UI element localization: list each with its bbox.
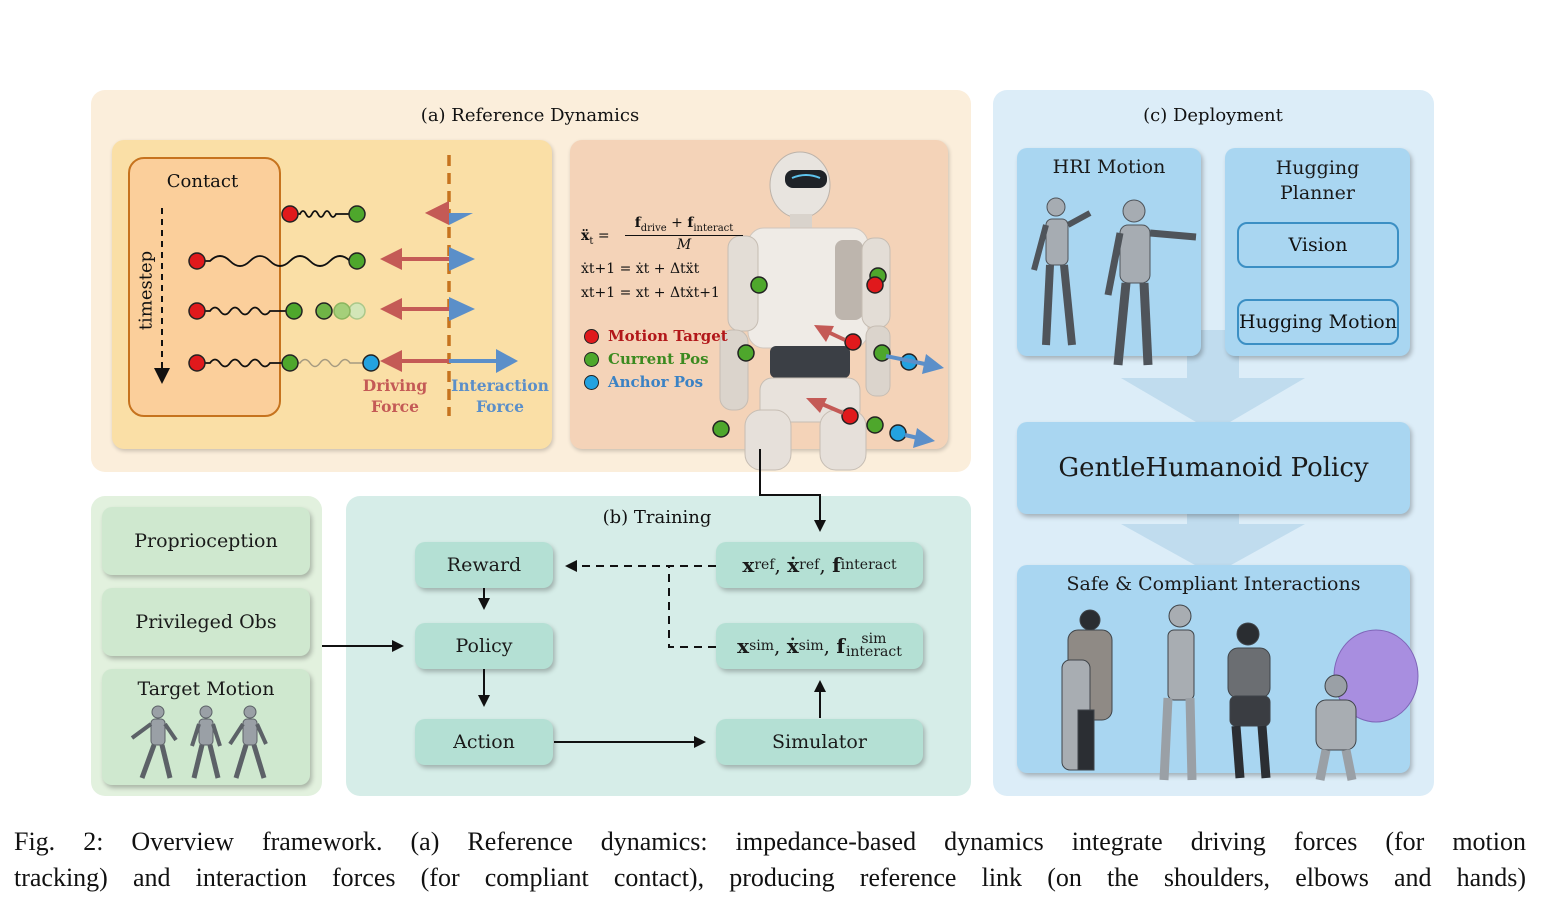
sim-velocity: ẋ bbox=[786, 634, 799, 658]
target-motion-robots bbox=[130, 705, 268, 779]
reference-dynamics-title: (a) Reference Dynamics bbox=[420, 105, 640, 126]
interaction-force-label: Interaction Force bbox=[451, 376, 549, 416]
spring-row-1 bbox=[290, 210, 357, 218]
dynamics-equation-2: ẋt+1 = ẋt + Δtẍt bbox=[581, 261, 700, 277]
privileged-obs-box: Privileged Obs bbox=[102, 588, 310, 656]
proprioception-box: Proprioception bbox=[102, 507, 310, 575]
spring-row-3 bbox=[197, 306, 294, 316]
hugging-motion-box: Hugging Motion bbox=[1237, 299, 1399, 345]
hugging-planner-label-1: Hugging bbox=[1275, 157, 1360, 179]
contact-label: Contact bbox=[166, 171, 239, 192]
policy-box: Policy bbox=[415, 623, 553, 669]
anchor-pos-legend: Anchor Pos bbox=[608, 373, 704, 391]
sim-to-reward-dashed-line bbox=[668, 566, 716, 648]
ref-connector-line bbox=[759, 449, 826, 532]
spring-row-2 bbox=[197, 255, 357, 267]
reward-box: Reward bbox=[415, 542, 553, 588]
interaction-force-arrow bbox=[449, 201, 473, 225]
target-motion-label: Target Motion bbox=[137, 678, 275, 700]
deployment-title: (c) Deployment bbox=[1143, 105, 1283, 126]
ref-velocity: ẋ bbox=[787, 553, 800, 577]
figure-caption-line-2: tracking) and interaction forces (for co… bbox=[14, 863, 1526, 892]
simulator-box: Simulator bbox=[716, 719, 923, 765]
driving-force-label: Driving Force bbox=[362, 376, 428, 416]
vision-box: Vision bbox=[1237, 222, 1399, 268]
figure-caption-line-1: Fig. 2: Overview framework. (a) Referenc… bbox=[14, 827, 1526, 856]
current-pos-legend: Current Pos bbox=[608, 350, 709, 368]
dynamics-equation-3: xt+1 = xt + Δtẋt+1 bbox=[581, 285, 720, 301]
gentlehumanoid-policy-box: GentleHumanoid Policy bbox=[1017, 422, 1410, 514]
spring-row-4 bbox=[197, 358, 290, 368]
deploy-flow-arrow-1 bbox=[1121, 330, 1305, 432]
current-pos-dot bbox=[348, 205, 366, 223]
hugging-planner-label-2: Planner bbox=[1279, 182, 1355, 204]
contact-box bbox=[128, 157, 281, 417]
current-pos-legend-dot bbox=[584, 352, 599, 367]
anchor-pos-legend-dot bbox=[584, 375, 599, 390]
deploy-flow-arrow-2 bbox=[1121, 512, 1305, 575]
motion-target-legend: Motion Target bbox=[608, 327, 728, 345]
motion-target-dot bbox=[281, 205, 299, 223]
hri-motion-robots bbox=[1031, 197, 1197, 366]
action-box: Action bbox=[415, 719, 553, 765]
safe-interactions-label: Safe & Compliant Interactions bbox=[1066, 573, 1361, 595]
hri-motion-label: HRI Motion bbox=[1052, 156, 1166, 178]
humanoid-robot-illustration bbox=[719, 151, 891, 471]
motion-target-legend-dot bbox=[584, 329, 599, 344]
safe-interactions-photos bbox=[1061, 604, 1419, 781]
training-title: (b) Training bbox=[602, 507, 712, 528]
